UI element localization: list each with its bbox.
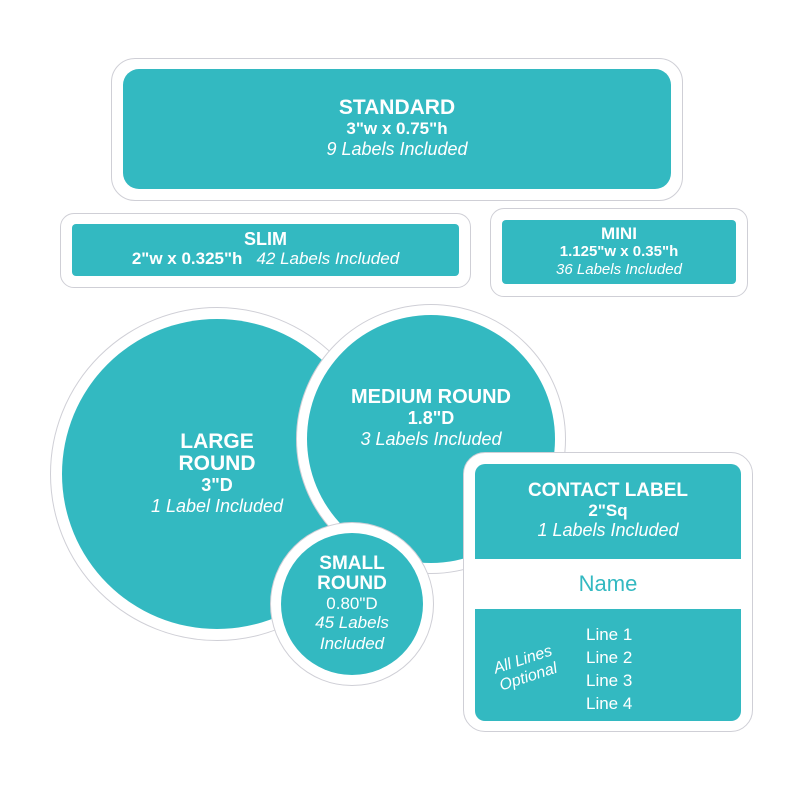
small-round-count-line1: 45 Labels [315, 613, 389, 633]
slim-label-sticker: SLIM 2"w x 0.325"h 42 Labels Included [60, 213, 471, 288]
contact-line: Line 4 [586, 694, 633, 713]
small-round-title-line2: ROUND [317, 572, 387, 594]
small-round-face: SMALL ROUND 0.80"D 45 Labels Included [281, 533, 423, 675]
contact-header-face: CONTACT LABEL 2"Sq 1 Labels Included [475, 464, 741, 559]
slim-size: 2"w x 0.325"h [131, 249, 243, 269]
contact-line: Line 3 [586, 671, 633, 690]
contact-count: 1 Labels Included [537, 520, 679, 541]
slim-title: SLIM [244, 229, 287, 250]
mini-label-face: MINI 1.125"w x 0.35"h 36 Labels Included [502, 220, 736, 284]
large-round-title-line2: ROUND [178, 451, 256, 475]
large-round-count: 1 Label Included [150, 495, 284, 516]
medium-round-count: 3 Labels Included [360, 428, 502, 449]
contact-title: CONTACT LABEL [527, 479, 689, 501]
large-round-size: 3"D [201, 474, 233, 495]
contact-lines-face: All Lines Optional Line 1 Line 2 Line 3 … [475, 609, 741, 721]
contact-name: Name [578, 571, 638, 596]
slim-label-face: SLIM 2"w x 0.325"h 42 Labels Included [72, 224, 459, 276]
small-round-title-line1: SMALL [319, 552, 385, 574]
small-round-size: 0.80"D [326, 593, 378, 613]
standard-label-face: STANDARD 3"w x 0.75"h 9 Labels Included [123, 69, 671, 189]
small-round-count-line2: Included [319, 633, 385, 653]
contact-size: 2"Sq [588, 500, 628, 520]
slim-count: 42 Labels Included [256, 249, 400, 269]
standard-size: 3"w x 0.75"h [346, 119, 448, 139]
medium-round-title: MEDIUM ROUND [351, 386, 511, 408]
standard-count: 9 Labels Included [326, 139, 468, 159]
contact-line: Line 2 [586, 648, 633, 667]
contact-line: Line 1 [586, 625, 633, 644]
mini-title: MINI [601, 224, 637, 244]
contact-name-field: Name [475, 559, 741, 609]
small-round-sticker: SMALL ROUND 0.80"D 45 Labels Included [270, 522, 434, 686]
contact-label-sticker: CONTACT LABEL 2"Sq 1 Labels Included Nam… [463, 452, 753, 732]
standard-label-sticker: STANDARD 3"w x 0.75"h 9 Labels Included [111, 58, 683, 201]
mini-count: 36 Labels Included [556, 260, 682, 278]
slim-details: 2"w x 0.325"h 42 Labels Included [132, 249, 399, 269]
mini-size: 1.125"w x 0.35"h [559, 243, 679, 261]
large-round-title-line1: LARGE [180, 429, 254, 453]
mini-label-sticker: MINI 1.125"w x 0.35"h 36 Labels Included [490, 208, 748, 297]
medium-round-size: 1.8"D [407, 408, 455, 428]
contact-lines: Line 1 Line 2 Line 3 Line 4 [586, 623, 632, 715]
contact-optional-note: All Lines Optional [478, 638, 575, 701]
standard-title: STANDARD [338, 96, 456, 120]
